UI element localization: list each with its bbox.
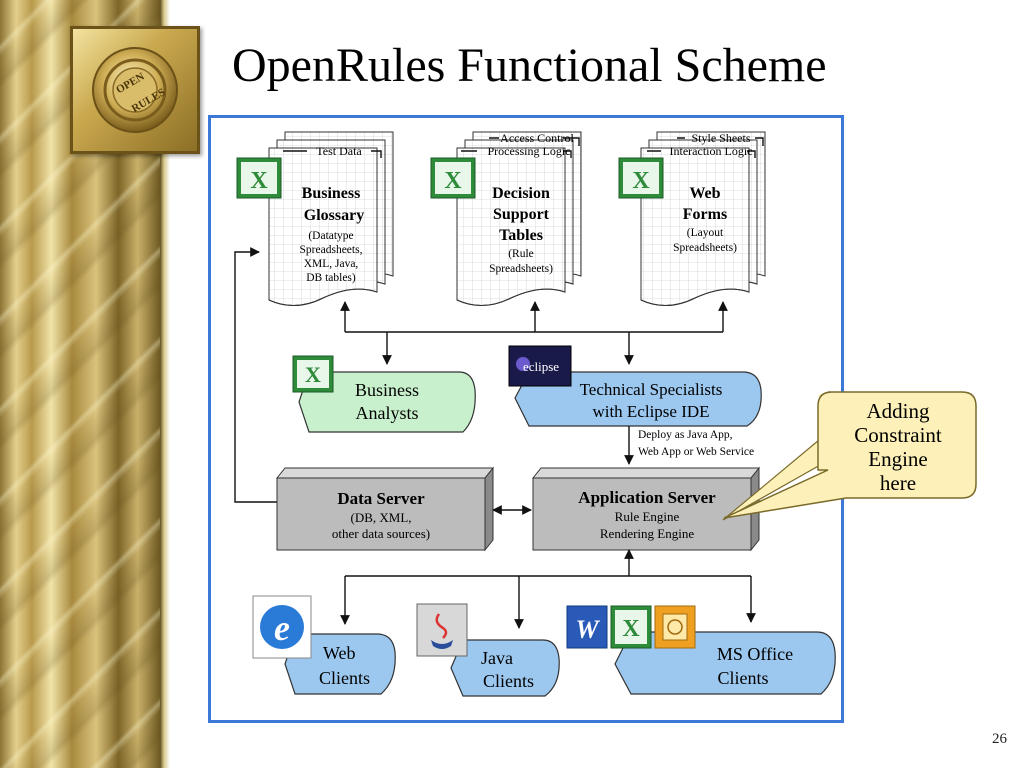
doc-connectors xyxy=(340,301,728,365)
java-clients-line1: Java xyxy=(481,648,513,668)
business-analysts-line2: Analysts xyxy=(356,403,419,423)
doc1-sub4: DB tables) xyxy=(306,272,356,284)
svg-text:X: X xyxy=(305,362,321,387)
svg-text:X: X xyxy=(632,168,650,194)
svg-text:X: X xyxy=(444,168,462,194)
web-clients: e Web Clients xyxy=(252,595,396,695)
doc2-sub2: Spreadsheets) xyxy=(489,263,553,275)
logo-badge-icon: OPEN RULES xyxy=(92,47,178,133)
callout-line4: here xyxy=(880,471,916,495)
callout-line1: Adding xyxy=(867,399,931,423)
sidebar-edge xyxy=(160,0,170,768)
deploy-arrow: Deploy as Java App, Web App or Web Servi… xyxy=(624,426,754,465)
svg-text:e: e xyxy=(274,608,290,648)
doc2-line2: Support xyxy=(493,206,550,223)
tab-test-data: Test Data xyxy=(316,144,362,158)
doc3-line1: Web xyxy=(689,185,720,202)
doc1-sub3: XML, Java, xyxy=(304,258,359,270)
data-server-title: Data Server xyxy=(337,489,425,508)
tab-style-sheets: Style Sheets xyxy=(692,131,751,145)
doc3-sub1: (Layout xyxy=(687,227,724,239)
java-clients: Java Clients xyxy=(416,603,560,697)
web-forms-document: Style Sheets Interaction Logic X Web For… xyxy=(618,131,766,306)
doc1-line1: Business xyxy=(302,185,361,202)
eclipse-logo-icon xyxy=(508,345,572,387)
tab-processing-logic: Processing Logic xyxy=(488,144,571,158)
ms-office-clients-line2: Clients xyxy=(717,668,768,688)
technical-specialists-line2: with Eclipse IDE xyxy=(592,402,709,421)
callout-line2: Constraint xyxy=(854,423,942,447)
svg-text:X: X xyxy=(250,168,268,194)
business-glossary-document: Test Data X Business Glossary (Datatype … xyxy=(236,131,394,306)
business-analysts-role: X Business Analysts xyxy=(292,355,476,433)
scheme-svg: Test Data X Business Glossary (Datatype … xyxy=(234,131,841,697)
java-clients-line2: Clients xyxy=(483,671,534,691)
tab-interaction-logic: Interaction Logic xyxy=(670,144,753,158)
functional-scheme-diagram: Test Data X Business Glossary (Datatype … xyxy=(208,115,844,723)
deploy-note-line2: Web App or Web Service xyxy=(638,446,754,458)
data-to-glossary-arrow xyxy=(234,247,277,503)
doc2-sub1: (Rule xyxy=(508,248,534,260)
openrules-logo: OPEN RULES xyxy=(70,26,200,154)
word-icon xyxy=(566,605,608,649)
deploy-note-line1: Deploy as Java App, xyxy=(638,429,733,441)
callout-bubble: Adding Constraint Engine here xyxy=(723,391,977,519)
data-server-line1: (DB, XML, xyxy=(350,510,411,525)
client-connectors xyxy=(340,549,756,629)
doc1-sub1: (Datatype xyxy=(308,230,353,242)
doc3-sub2: Spreadsheets) xyxy=(673,242,737,254)
slide-title: OpenRules Functional Scheme xyxy=(232,39,827,92)
business-analysts-line1: Business xyxy=(355,380,419,400)
technical-specialists-line1: Technical Specialists xyxy=(580,380,723,399)
svg-text:X: X xyxy=(622,616,640,642)
doc2-line3: Tables xyxy=(499,227,543,244)
doc1-sub2: Spreadsheets, xyxy=(300,244,363,256)
ms-office-clients-line1: MS Office xyxy=(717,644,793,664)
svg-text:W: W xyxy=(575,615,600,644)
ms-office-clients: W X MS Office Clients xyxy=(566,605,836,695)
data-server-box: Data Server (DB, XML, other data sources… xyxy=(275,466,495,552)
technical-specialists-role: eclipse Technical Specialists with Eclip… xyxy=(508,345,762,427)
application-server-line1: Rule Engine xyxy=(615,509,680,524)
application-server-title: Application Server xyxy=(578,488,716,507)
doc1-line2: Glossary xyxy=(304,207,364,224)
data-server-line2: other data sources) xyxy=(332,526,430,541)
tab-access-control: Access Control xyxy=(500,131,574,145)
doc3-line2: Forms xyxy=(683,206,727,223)
decision-tables-document: Access Control Processing Logic X Decisi… xyxy=(430,131,582,306)
eclipse-logo-text: eclipse xyxy=(523,359,559,374)
doc2-line1: Decision xyxy=(492,185,550,202)
page-number: 26 xyxy=(992,731,1007,747)
application-server-line2: Rendering Engine xyxy=(600,526,694,541)
web-clients-line2: Clients xyxy=(319,668,370,688)
web-clients-line1: Web xyxy=(323,643,356,663)
callout-line3: Engine xyxy=(868,447,927,471)
